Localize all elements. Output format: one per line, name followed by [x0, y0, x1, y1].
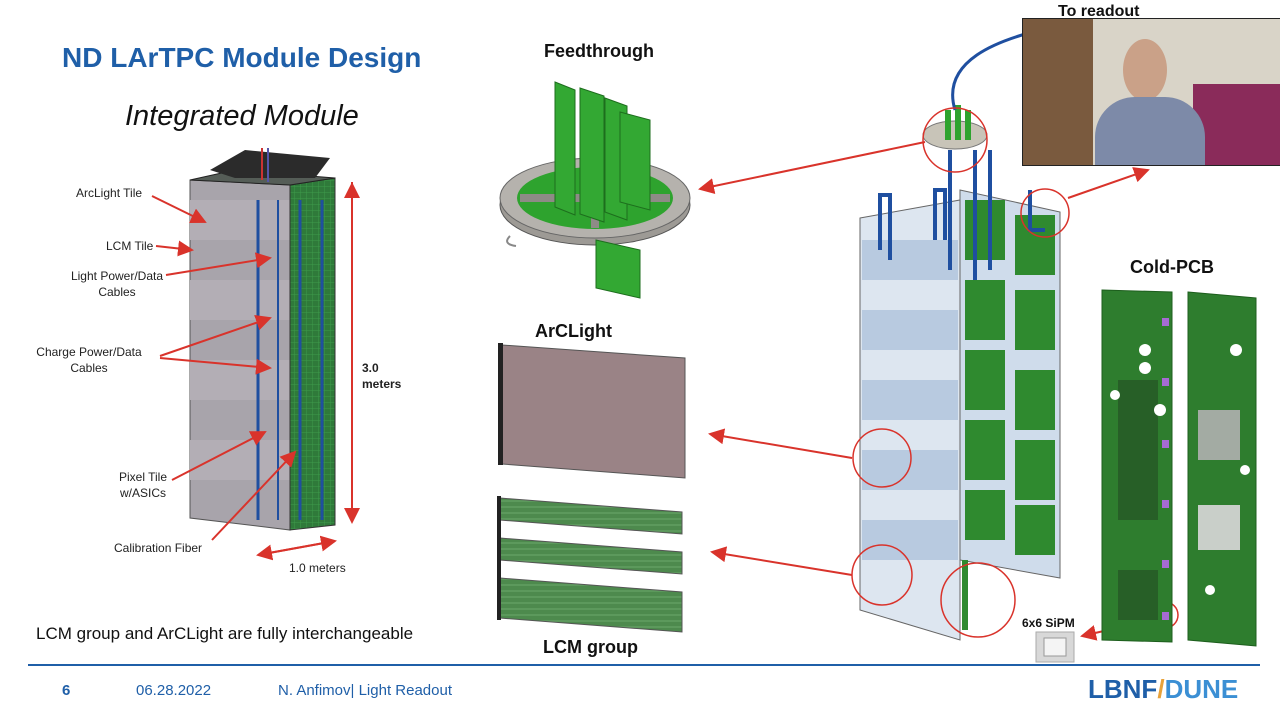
label-height-line2: meters — [362, 377, 402, 391]
label-light-cables-line2: Cables — [98, 285, 136, 299]
module-callout-arrows — [151, 182, 360, 561]
arclight-panel-illustration — [498, 343, 686, 479]
logo-slash: / — [1157, 674, 1165, 704]
label-lcm-tile: LCM Tile — [106, 239, 154, 253]
label-height-line1: 3.0 — [362, 361, 379, 375]
sipm-illustration — [1035, 631, 1075, 663]
feedthrough-illustration — [499, 81, 691, 299]
footer-divider — [28, 664, 1260, 666]
footer-date: 06.28.2022 — [136, 682, 212, 699]
label-calibration-fiber: Calibration Fiber — [114, 541, 203, 555]
webcam-door — [1023, 19, 1093, 165]
slide-subtitle: Integrated Module — [125, 100, 359, 132]
label-sipm: 6x6 SiPM — [1022, 616, 1075, 630]
label-charge-cables: Charge Power/Data Cables — [30, 344, 148, 376]
webcam-presenter-head — [1123, 39, 1167, 101]
logo-lbnf: LBNF — [1088, 674, 1158, 704]
heading-cold-pcb: Cold-PCB — [1130, 257, 1214, 277]
label-width: 1.0 meters — [289, 561, 346, 575]
label-pixel-tile: Pixel Tile w/ASICs — [112, 469, 174, 501]
label-light-cables-line1: Light Power/Data — [70, 269, 164, 283]
heading-lcm-group: LCM group — [543, 637, 638, 657]
label-charge-cables-line2: Cables — [70, 361, 108, 375]
lbnf-dune-logo: LBNF/DUNE — [1088, 674, 1238, 705]
page-number: 6 — [62, 682, 71, 699]
label-pixel-tile-line2: w/ASICs — [119, 486, 166, 500]
presenter-webcam — [1022, 18, 1280, 166]
slide-title: ND LArTPC Module Design — [62, 42, 422, 73]
logo-dune: DUNE — [1164, 674, 1239, 704]
label-pixel-tile-line1: Pixel Tile — [118, 470, 168, 484]
label-light-cables: Light Power/Data Cables — [62, 268, 172, 300]
lcm-group-illustration — [497, 496, 683, 633]
label-charge-cables-line1: Charge Power/Data — [36, 345, 142, 359]
heading-arclight: ArCLight — [535, 321, 612, 341]
cold-pcb-illustration — [1101, 289, 1257, 647]
label-height: 3.0 meters — [362, 360, 401, 392]
heading-feedthrough: Feedthrough — [544, 41, 654, 61]
heading-to-readout: To readout — [1058, 3, 1140, 20]
webcam-background-object — [1193, 84, 1280, 165]
footer-author: N. Anfimov| Light Readout — [278, 682, 452, 699]
label-arclight-tile: ArcLight Tile — [76, 186, 143, 200]
interchangeable-note: LCM group and ArCLight are fully interch… — [36, 624, 414, 643]
webcam-presenter-shirt — [1095, 97, 1205, 165]
